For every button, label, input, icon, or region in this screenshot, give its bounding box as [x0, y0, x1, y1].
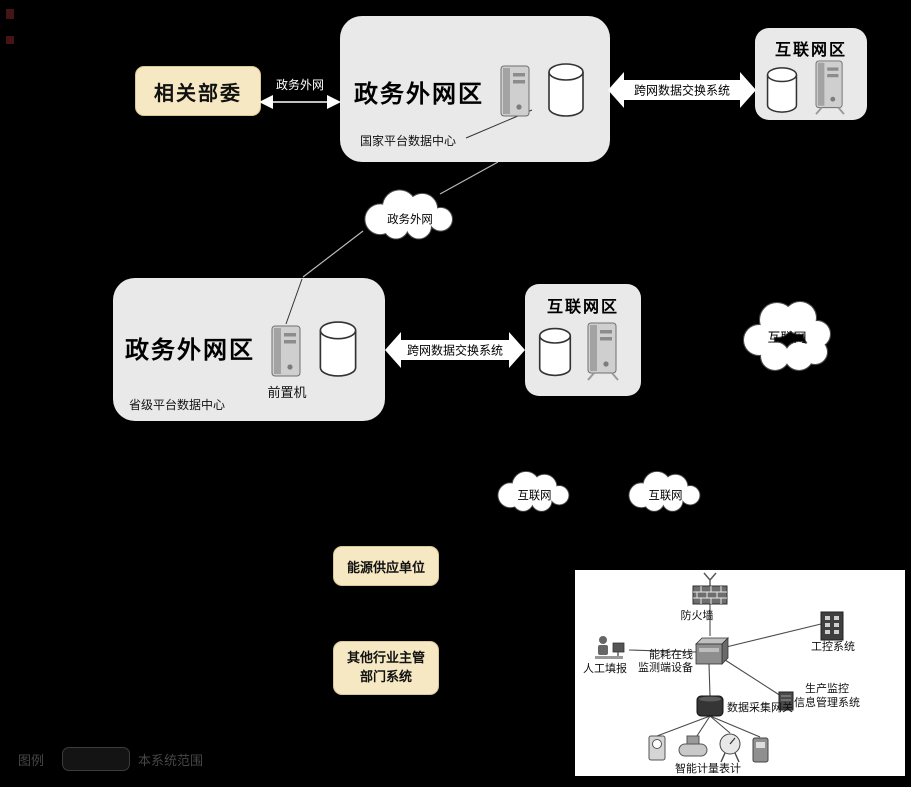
gov-zone-provincial-sub: 省级平台数据中心	[129, 398, 226, 412]
internet-cloud-low-1: 互联网	[497, 470, 570, 512]
exchange-arrow-mid-label: 跨网数据交换系统	[406, 343, 503, 358]
arrow-left-head-icon	[608, 72, 624, 108]
monitor-device-label-2: 监测端设备	[638, 660, 693, 674]
ministries-box: 相关部委	[135, 66, 261, 116]
prod-system-label-1: 生产监控	[805, 681, 849, 695]
monitor-device-icon	[695, 637, 729, 665]
legend-scope-label: 本系统范围	[138, 753, 204, 768]
gov-zone-provincial: 政务外网区 前置机 省级平台数据中心	[113, 278, 385, 421]
arrow-right-head-icon	[509, 332, 525, 368]
monitor-device-label-1: 能耗在线	[649, 647, 693, 661]
gov-extranet-link-label: 政务外网	[275, 78, 324, 92]
server-icon	[587, 322, 619, 381]
leader-line	[285, 278, 303, 325]
front-machine-label: 前置机	[267, 385, 307, 400]
server-icon	[271, 325, 301, 377]
server-icon	[500, 65, 530, 117]
firewall-icon	[692, 585, 728, 605]
internet-cloud-right-label: 互联网	[767, 330, 806, 345]
internet-cloud-low-1-label: 互联网	[518, 489, 552, 502]
energy-supplier-box: 能源供应单位	[333, 546, 439, 586]
internet-zone-mid: 互联网区	[525, 284, 641, 396]
gov-extranet-cloud: 政务外网	[364, 189, 454, 240]
legend-swatch	[62, 747, 130, 771]
database-icon	[538, 327, 572, 377]
legend-title: 图例	[18, 753, 45, 768]
double-arrow-icon	[259, 95, 341, 109]
gov-zone-provincial-title: 政务外网区	[125, 337, 255, 364]
internet-cloud-low-2: 互联网	[628, 470, 701, 512]
internet-zone-top-title: 互联网区	[774, 42, 847, 59]
ics-icon	[820, 611, 844, 641]
arrow-left-head-icon	[385, 332, 401, 368]
internet-zone-top: 互联网区	[755, 28, 867, 120]
exchange-arrow-mid: 跨网数据交换系统	[385, 332, 525, 368]
gov-zone-national-sub: 国家平台数据中心	[360, 134, 457, 148]
smart-meter-icons	[648, 733, 769, 763]
manual-report-label: 人工填报	[583, 661, 627, 675]
gov-extranet-cloud-label: 政务外网	[387, 212, 432, 226]
internet-cloud-right: 互联网	[742, 300, 832, 372]
edge-artifact	[6, 9, 14, 19]
gov-zone-national-title: 政务外网区	[354, 81, 484, 108]
ministries-label: 相关部委	[154, 82, 242, 105]
database-icon	[766, 67, 798, 113]
site-subsystem-panel: 防火墙 能耗在线 监测端设备 人工填报 工控系统 生产监控 信息管理系统 数据采…	[575, 570, 905, 776]
prod-system-icon	[778, 691, 794, 711]
database-icon	[319, 321, 357, 377]
other-industry-label-2: 部门系统	[359, 669, 412, 684]
internet-cloud-low-2-label: 互联网	[649, 489, 683, 502]
prod-system-label-2: 信息管理系统	[794, 695, 860, 709]
energy-supplier-label: 能源供应单位	[346, 559, 425, 575]
manual-report-icon	[595, 636, 625, 659]
other-industry-box: 其他行业主管 部门系统	[333, 641, 439, 695]
gov-extranet-link-arrow: 政务外网	[257, 76, 343, 114]
gov-zone-national: 政务外网区 国家平台数据中心	[340, 16, 610, 162]
internet-zone-mid-title: 互联网区	[546, 299, 619, 316]
database-icon	[548, 63, 584, 117]
exchange-arrow-top-label: 跨网数据交换系统	[633, 83, 730, 98]
other-industry-label-1: 其他行业主管	[346, 650, 425, 666]
server-icon	[815, 60, 845, 115]
ics-label: 工控系统	[811, 639, 855, 653]
edge-artifact	[6, 36, 14, 44]
arrow-right-head-icon	[740, 72, 756, 108]
gateway-icon	[696, 695, 724, 717]
arrow-shaft: 跨网数据交换系统	[624, 80, 740, 100]
gateway-label: 数据采集网关	[727, 700, 793, 714]
antenna-icon	[703, 572, 717, 586]
arrow-shaft: 跨网数据交换系统	[401, 340, 509, 360]
firewall-label: 防火墙	[681, 608, 714, 622]
exchange-arrow-top: 跨网数据交换系统	[608, 72, 756, 108]
smart-meters-label: 智能计量表计	[675, 761, 741, 775]
